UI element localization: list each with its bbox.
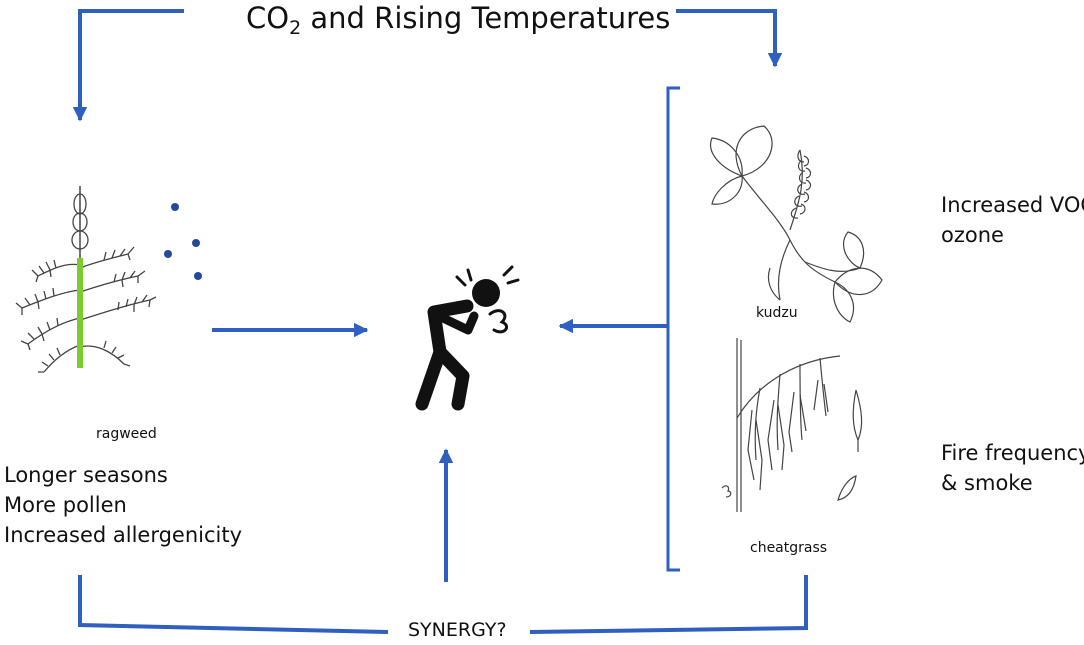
coughing-person-icon [415,265,520,411]
title-suffix: and Rising Temperatures [301,1,671,35]
cheatgrass-effects: Fire frequency & smoke [941,438,1084,498]
title-subscript: 2 [289,17,302,39]
ragweed-effect-item: Longer seasons [4,463,168,487]
arrow-title-to-kudzu [676,9,783,68]
kudzu-effects: Increased VOCs ozone [941,190,1084,250]
ragweed-effect-item: Increased allergenicity [4,523,243,547]
cheatgrass-effect-item: Fire frequency [941,441,1084,465]
cheatgrass-caption: cheatgrass [750,540,828,556]
ragweed-effects: Longer seasons More pollen Increased all… [4,460,242,550]
kudzu-caption: kudzu [756,305,798,321]
cheatgrass-plant-icon [721,338,863,512]
kudzu-effect-item: ozone [941,223,1004,247]
diagram-title: CO2 and Rising Temperatures [246,0,671,39]
ragweed-plant-icon [15,186,157,373]
synergy-line-right [529,575,808,634]
synergy-label: SYNERGY? [408,619,507,641]
kudzu-effect-item: Increased VOCs [941,193,1084,217]
ragweed-caption: ragweed [96,426,157,442]
ragweed-effect-item: More pollen [4,493,127,517]
title-prefix: CO [246,1,290,35]
arrow-title-to-ragweed [72,9,184,122]
kudzu-plant-icon [710,125,883,323]
cheatgrass-effect-item: & smoke [941,471,1033,495]
synergy-line-left [78,575,389,634]
pollen-dots-icon [164,203,202,280]
connector-arrows [72,9,808,634]
plant-group-bracket [666,86,680,572]
